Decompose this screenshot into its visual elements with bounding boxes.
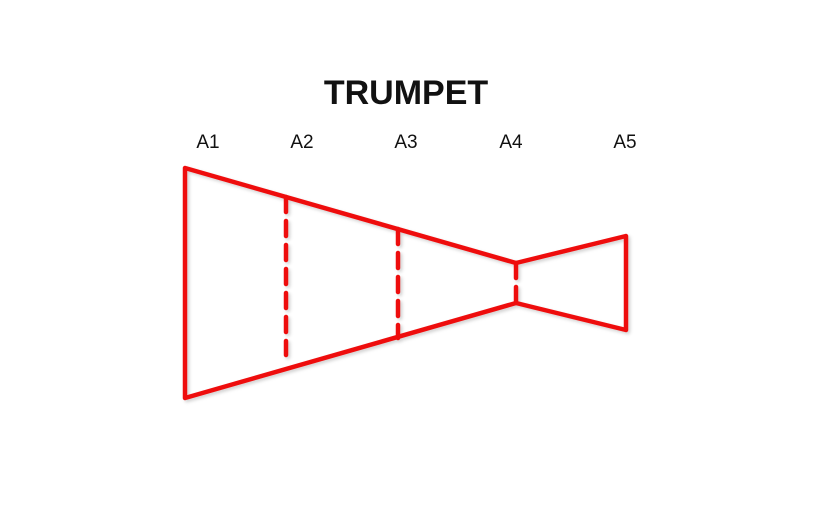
section-label-a4: A4: [499, 132, 523, 153]
section-label-a1: A1: [196, 132, 220, 153]
diagram-title: TRUMPET: [323, 74, 489, 112]
wide-cone-outline: [182, 165, 519, 401]
section-label-a5: A5: [613, 132, 637, 153]
narrow-cone-outline: [513, 233, 629, 333]
section-label-a3: A3: [394, 132, 418, 153]
section-label-a2: A2: [290, 132, 314, 153]
